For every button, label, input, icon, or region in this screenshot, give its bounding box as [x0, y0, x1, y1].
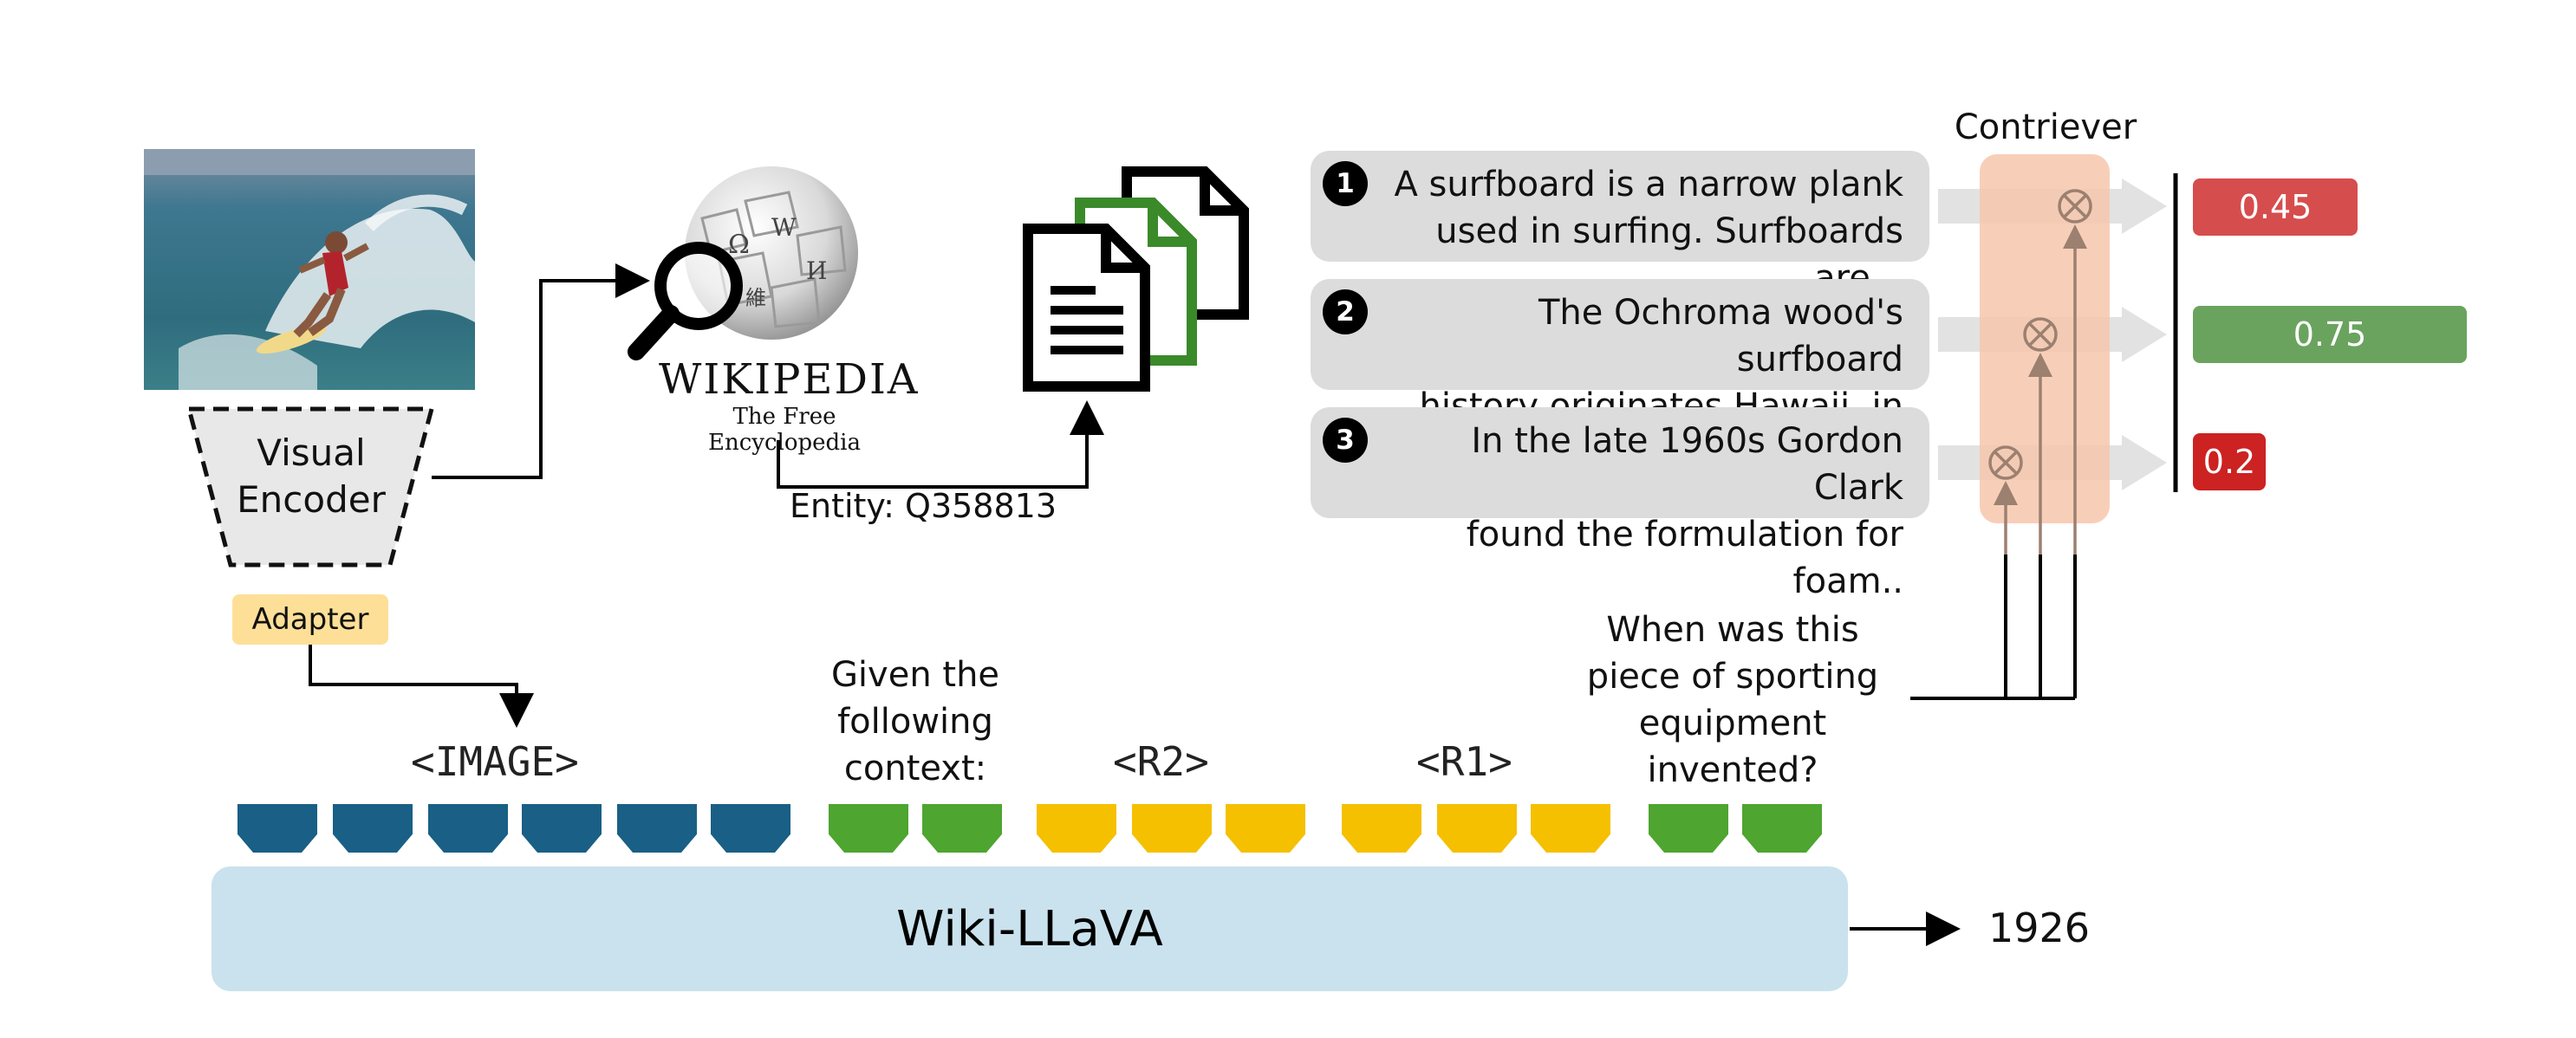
- r1-token-label: <R1>: [1416, 738, 1512, 785]
- token-block: [237, 804, 317, 853]
- question-to-contriever-lines: [1910, 555, 2077, 700]
- token-block: [1226, 804, 1305, 853]
- token-block: [711, 804, 790, 853]
- score-bar-passage-2: 0.75: [2193, 306, 2467, 363]
- dot-product-icon: [1988, 189, 2092, 480]
- passage-3: 3 In the late 1960s Gordon Clark found t…: [1311, 407, 1929, 601]
- documents-icon: [1023, 166, 1249, 392]
- visual-encoder-label: Visual Encoder: [237, 431, 386, 521]
- model-name: Wiki-LLaVA: [896, 900, 1163, 957]
- r1-token-group: [1342, 804, 1610, 853]
- token-block: [922, 804, 1002, 853]
- token-block: [1437, 804, 1517, 853]
- token-block: [1649, 804, 1728, 853]
- wiki-llava-model-box: Wiki-LLaVA: [211, 866, 1848, 991]
- token-block: [617, 804, 697, 853]
- encoder-to-wikipedia-arrow: [432, 263, 650, 479]
- token-block: [1132, 804, 1212, 853]
- svg-text:Ω: Ω: [728, 230, 750, 260]
- passage-text: A surfboard is a narrow plank used in su…: [1394, 165, 1903, 298]
- passage-text: In the late 1960s Gordon Clark found the…: [1466, 421, 1903, 601]
- answer-output: 1926: [1988, 905, 2091, 951]
- passage-1: 1 A surfboard is a narrow plank used in …: [1311, 151, 1929, 298]
- token-block: [428, 804, 508, 853]
- question-label: When was this piece of sporting equipmen…: [1586, 610, 1879, 790]
- r2-token-label: <R2>: [1113, 738, 1209, 785]
- svg-text:И: И: [806, 256, 827, 285]
- r2-token-group: [1037, 804, 1305, 853]
- token-block: [333, 804, 413, 853]
- contriever-query-arrows: [1994, 224, 2087, 555]
- wikipedia-to-documents-arrow: [777, 400, 1104, 489]
- token-block: [1742, 804, 1822, 853]
- svg-text:W: W: [771, 213, 797, 242]
- image-token-label: <IMAGE>: [411, 738, 579, 785]
- image-token-group: [237, 804, 790, 853]
- token-block: [1531, 804, 1610, 853]
- token-block: [522, 804, 602, 853]
- question-token-group: [1649, 804, 1822, 853]
- wikipedia-wordmark: WIKIPEDIA: [659, 355, 920, 404]
- surfer-photo: [144, 149, 475, 390]
- visual-encoder-shape: [185, 406, 435, 568]
- token-block: [1342, 804, 1421, 853]
- token-block: [1037, 804, 1116, 853]
- score-bar-passage-1: 0.45: [2193, 178, 2358, 236]
- adapter-to-image-tokens-arrow: [309, 645, 534, 728]
- adapter-label: Adapter: [251, 602, 369, 637]
- entity-label: Entity: Q358813: [789, 487, 1057, 525]
- score-bar-passage-3: 0.2: [2193, 433, 2266, 490]
- passage-number-badge: 1: [1323, 161, 1368, 206]
- wikipedia-tagline: The Free Encyclopedia: [708, 404, 861, 456]
- adapter-box: Adapter: [232, 594, 388, 645]
- svg-text:維: 維: [745, 286, 766, 310]
- context-prompt-label: Given the following context:: [830, 655, 1000, 788]
- token-block: [829, 804, 908, 853]
- contriever-label: Contriever: [1954, 107, 2137, 147]
- context-token-group: [829, 804, 1002, 853]
- passage-number-badge: 2: [1323, 289, 1368, 334]
- wikipedia-globe-icon: Ω W И 維: [628, 166, 858, 360]
- passage-number-badge: 3: [1323, 418, 1368, 463]
